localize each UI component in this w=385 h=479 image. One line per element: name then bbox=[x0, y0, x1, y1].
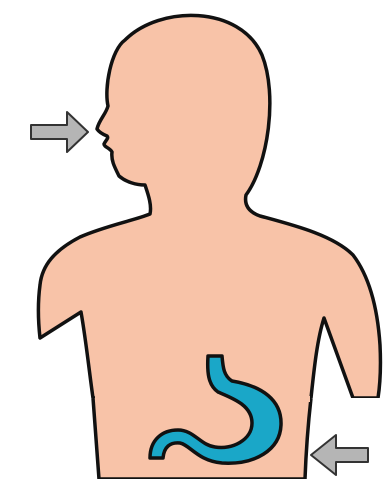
mouth-arrow bbox=[31, 112, 88, 152]
human-silhouette bbox=[39, 15, 381, 398]
lower-torso-fill-cover bbox=[95, 396, 310, 402]
